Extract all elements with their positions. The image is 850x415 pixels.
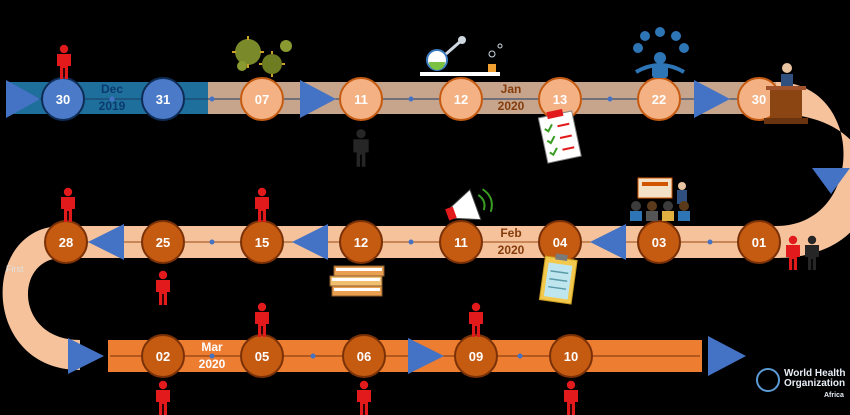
books-icon: [329, 265, 385, 297]
arrow-left-feb-3: [88, 224, 124, 260]
red-person-icon: [469, 302, 483, 337]
node-label: 28: [59, 235, 73, 250]
axis-dot: [408, 239, 414, 245]
node-row3-1[interactable]: 05: [240, 334, 284, 378]
month-name: Jan: [501, 82, 522, 96]
logo-line2: Organization: [784, 378, 846, 389]
first-label: First: [6, 264, 24, 274]
node-label: 11: [454, 235, 468, 250]
axis-dot: [109, 96, 115, 102]
node-label: 31: [156, 92, 170, 107]
clipboard-icon: [538, 253, 578, 305]
node-row3-4[interactable]: 10: [549, 334, 593, 378]
node-row1-0[interactable]: 30: [41, 77, 85, 121]
red-person-icon: [61, 187, 75, 222]
megaphone-icon: [445, 188, 493, 221]
virus-icon: [232, 36, 292, 77]
node-row2-3[interactable]: 11: [439, 220, 483, 264]
node-label: 09: [469, 349, 483, 364]
month-year: 2020: [199, 357, 226, 371]
arrow-right-start: [6, 80, 40, 118]
red-person-icon: [156, 380, 170, 415]
red-person-icon: [255, 187, 269, 222]
node-label: 30: [56, 92, 70, 107]
meeting-icon: [633, 27, 689, 78]
arrow-right-mar-mid: [408, 338, 444, 374]
node-label: 01: [752, 235, 766, 250]
node-row2-7[interactable]: 28: [44, 220, 88, 264]
month-name: Dec: [101, 82, 123, 96]
node-row2-1[interactable]: 03: [637, 220, 681, 264]
press-conference-icon: [630, 177, 690, 221]
laboratory-icon: [420, 36, 503, 76]
who-emblem-icon: [756, 368, 780, 392]
arrow-left-feb-1: [590, 224, 626, 260]
axis-dot: [707, 239, 713, 245]
arrow-left-feb-2: [292, 224, 328, 260]
node-row3-0[interactable]: 02: [141, 334, 185, 378]
arrow-right-mar-end: [708, 336, 746, 376]
node-row1-1[interactable]: 31: [141, 77, 185, 121]
node-row1-6[interactable]: 22: [637, 77, 681, 121]
axis-dot: [209, 353, 215, 359]
axis-dot: [209, 239, 215, 245]
red-person-icon: [357, 380, 371, 415]
month-year: 2020: [498, 99, 525, 113]
red-person-icon: [255, 302, 269, 337]
month-year: 2020: [498, 243, 525, 257]
node-label: 07: [255, 92, 269, 107]
axis-dot: [310, 353, 316, 359]
logo-line1: World Health: [784, 368, 846, 379]
node-row2-4[interactable]: 12: [339, 220, 383, 264]
node-label: 15: [255, 235, 269, 250]
month-name: Mar: [201, 340, 223, 354]
node-row3-2[interactable]: 06: [342, 334, 386, 378]
node-row1-4[interactable]: 12: [439, 77, 483, 121]
node-label: 13: [553, 92, 567, 107]
month-name: Feb: [500, 226, 521, 240]
right-connector: [776, 82, 850, 258]
node-label: 05: [255, 349, 269, 364]
arrow-down-right: [812, 168, 850, 194]
node-label: 02: [156, 349, 170, 364]
node-label: 30: [752, 92, 766, 107]
month-year: 2019: [99, 99, 126, 113]
arrow-right-jan: [300, 80, 336, 118]
red-person-icon: [156, 270, 170, 305]
arrow-right-mar-start: [68, 338, 104, 374]
axis-dot: [408, 96, 414, 102]
red-person-icon: [564, 380, 578, 415]
node-row3-3[interactable]: 09: [454, 334, 498, 378]
axis-dot: [209, 96, 215, 102]
axis-dot: [517, 353, 523, 359]
node-label: 12: [354, 235, 368, 250]
checklist-icon: [537, 108, 582, 164]
black-person-icon: [353, 129, 369, 167]
jan-band: [208, 82, 776, 114]
node-label: 03: [652, 235, 666, 250]
node-label: 11: [354, 92, 368, 107]
node-row2-2[interactable]: 04: [538, 220, 582, 264]
node-label: 06: [357, 349, 371, 364]
node-label: 10: [564, 349, 578, 364]
arrow-right-jan-end: [694, 80, 730, 118]
node-label: 22: [652, 92, 666, 107]
node-label: 04: [553, 235, 568, 250]
who-logo: World Health Organization Africa: [754, 366, 846, 406]
red-person-icon: [57, 44, 71, 79]
node-row2-6[interactable]: 25: [141, 220, 185, 264]
left-connector: [2, 226, 81, 370]
node-row1-3[interactable]: 11: [339, 77, 383, 121]
node-label: 12: [454, 92, 468, 107]
axis-dot: [607, 96, 613, 102]
logo-region: Africa: [824, 392, 844, 399]
node-label: 25: [156, 235, 170, 250]
node-row1-2[interactable]: 07: [240, 77, 284, 121]
speaker-podium-icon: [764, 63, 808, 124]
node-row2-0[interactable]: 01: [737, 220, 781, 264]
node-row2-5[interactable]: 15: [240, 220, 284, 264]
